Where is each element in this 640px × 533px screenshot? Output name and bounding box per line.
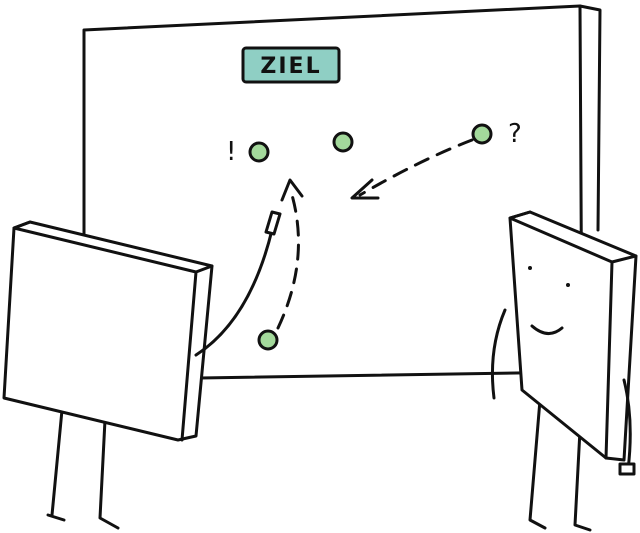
play-dots	[248, 123, 493, 351]
dashed-arrow-right	[358, 138, 474, 197]
arrowhead-bottom	[280, 178, 304, 202]
exclamation-mark: !	[226, 137, 236, 167]
dot-right	[471, 123, 493, 145]
marker-pen	[264, 210, 282, 236]
dot-bottom	[257, 329, 279, 351]
question-mark: ?	[508, 119, 522, 149]
right-character	[490, 210, 638, 532]
arrowhead-right	[350, 178, 380, 200]
dot-center	[332, 131, 354, 153]
dashed-arrow-bottom	[276, 193, 300, 330]
sign-background	[241, 46, 341, 84]
smile	[530, 324, 564, 335]
goal-sign: ZIEL	[241, 46, 341, 84]
eye-right	[566, 283, 570, 287]
dot-left	[248, 141, 270, 163]
sign-label: ZIEL	[260, 54, 321, 79]
eye-left	[528, 266, 532, 270]
left-character	[2, 210, 282, 530]
